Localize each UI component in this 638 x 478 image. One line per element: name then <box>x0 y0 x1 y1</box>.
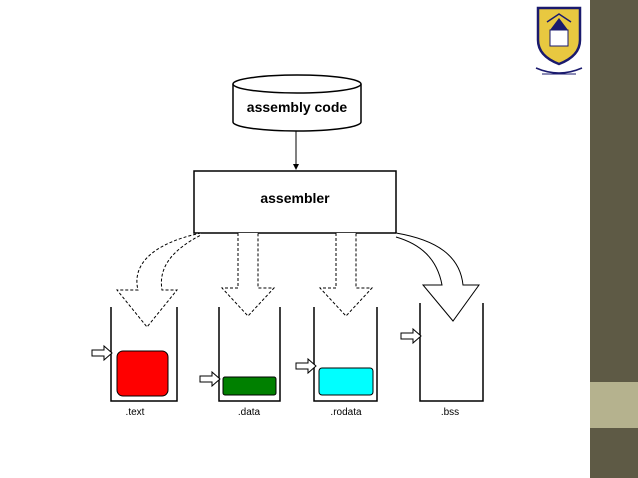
data-section-label: .data <box>238 407 261 418</box>
text-section-arrow <box>115 232 202 328</box>
data-location-pointer <box>199 370 221 388</box>
data-section-container <box>218 307 281 402</box>
assembly-code-label: assembly code <box>247 99 348 115</box>
rodata-section-block <box>318 367 374 396</box>
bss-section-arrow <box>395 232 480 322</box>
text-location-pointer <box>91 344 113 362</box>
sidebar-accent <box>590 382 638 428</box>
data-section-block <box>222 376 277 396</box>
assembly-code-node: assembly code <box>232 74 362 132</box>
bss-section-container <box>419 303 484 402</box>
bss-section-label: .bss <box>441 407 459 418</box>
data-section-arrow <box>220 233 276 317</box>
rodata-location-pointer <box>295 357 317 375</box>
rodata-section-arrow <box>318 233 374 317</box>
bss-location-pointer <box>400 327 422 345</box>
text-section-label: .text <box>126 407 145 418</box>
assembler-node: assembler <box>193 170 397 234</box>
rodata-section-label: .rodata <box>330 407 362 418</box>
university-logo <box>535 6 583 75</box>
assembler-label: assembler <box>260 190 330 206</box>
rodata-section-container <box>313 307 378 402</box>
assembler-diagram: assembly code assembler .text .data .rod… <box>91 74 484 418</box>
text-section-block <box>116 350 169 397</box>
